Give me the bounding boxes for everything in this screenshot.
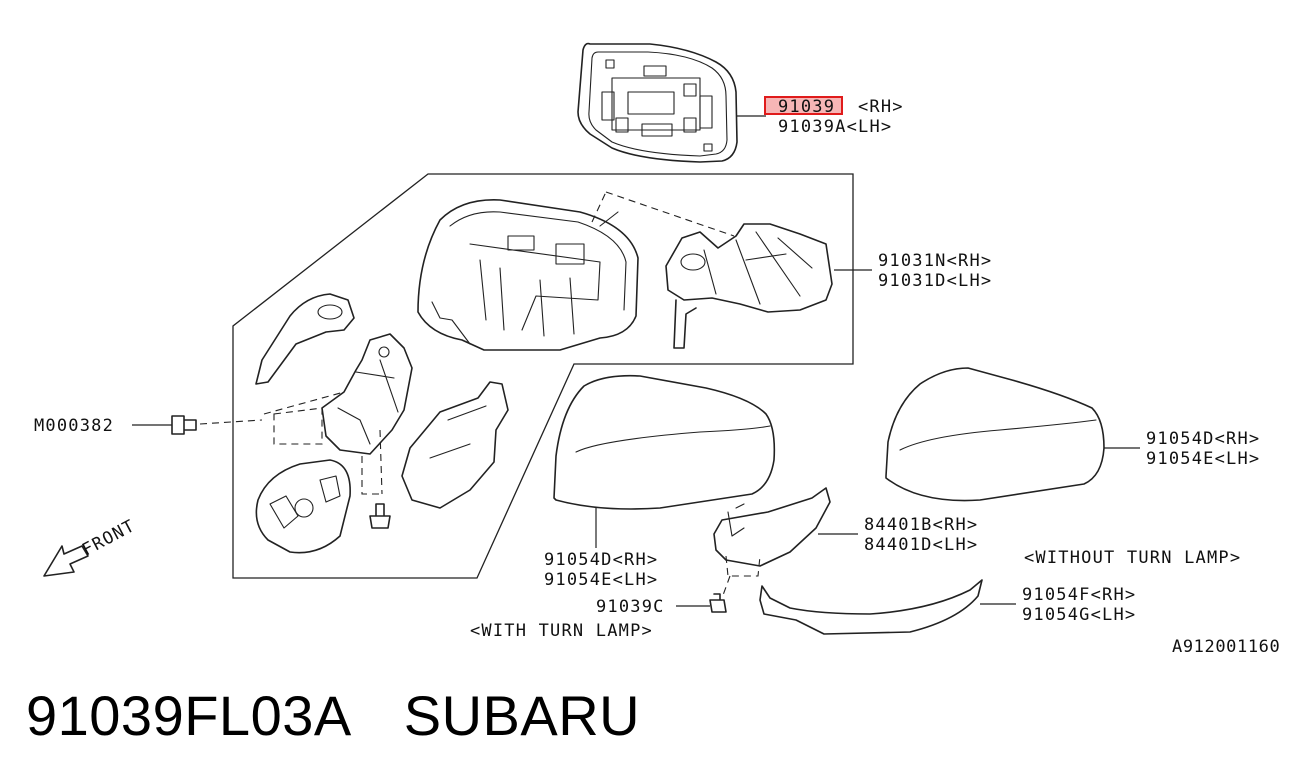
label-cover-turn-rh: 91054D<RH>	[544, 550, 658, 570]
cover-with-turn-lamp-drawing	[553, 374, 776, 510]
label-front: FRONT	[79, 516, 139, 561]
label-lamp-lh: 84401D<LH>	[864, 535, 978, 555]
label-garnish-rh: 91054F<RH>	[1022, 585, 1136, 605]
part-caption: 91039FL03A SUBARU	[26, 683, 640, 748]
label-glass-lh: 91039A<LH>	[778, 117, 892, 137]
figure-code: A912001160	[1172, 637, 1280, 657]
label-screw-bottom: 91039C	[596, 597, 665, 617]
mirror-housing-drawing	[417, 199, 639, 351]
label-without-turn-lamp: <WITHOUT TURN LAMP>	[1024, 548, 1241, 568]
label-housing-lh: 91031D<LH>	[878, 271, 992, 291]
mirror-actuator-drawing	[255, 293, 413, 554]
mirror-glass-drawing	[577, 42, 738, 163]
screw-center-drawing	[369, 503, 391, 529]
label-housing-rh: 91031N<RH>	[878, 251, 992, 271]
turn-lamp-drawing	[713, 487, 831, 567]
screw-left-drawing	[171, 415, 197, 435]
label-cover-turn-lh: 91054E<LH>	[544, 570, 658, 590]
label-glass-rh: 91039	[778, 97, 835, 117]
assembly-frame	[232, 173, 854, 579]
garnish-drawing	[759, 579, 983, 635]
mirror-bracket-drawing	[401, 381, 509, 509]
label-with-turn-lamp: <WITH TURN LAMP>	[470, 621, 653, 641]
label-garnish-lh: 91054G<LH>	[1022, 605, 1136, 625]
label-glass-rh-suffix: <RH>	[858, 97, 904, 117]
screw-bottom-drawing	[709, 593, 727, 613]
front-arrow-icon	[43, 545, 89, 577]
part-highlight-box	[764, 96, 843, 115]
cover-without-turn-lamp-drawing	[885, 367, 1105, 502]
part-number: 91039FL03A	[26, 684, 352, 747]
label-lamp-rh: 84401B<RH>	[864, 515, 978, 535]
label-cover-noturn-lh: 91054E<LH>	[1146, 449, 1260, 469]
label-cover-noturn-rh: 91054D<RH>	[1146, 429, 1260, 449]
mirror-base-drawing	[665, 223, 833, 349]
label-screw-left: M000382	[34, 416, 114, 436]
brand-name: SUBARU	[403, 684, 641, 747]
